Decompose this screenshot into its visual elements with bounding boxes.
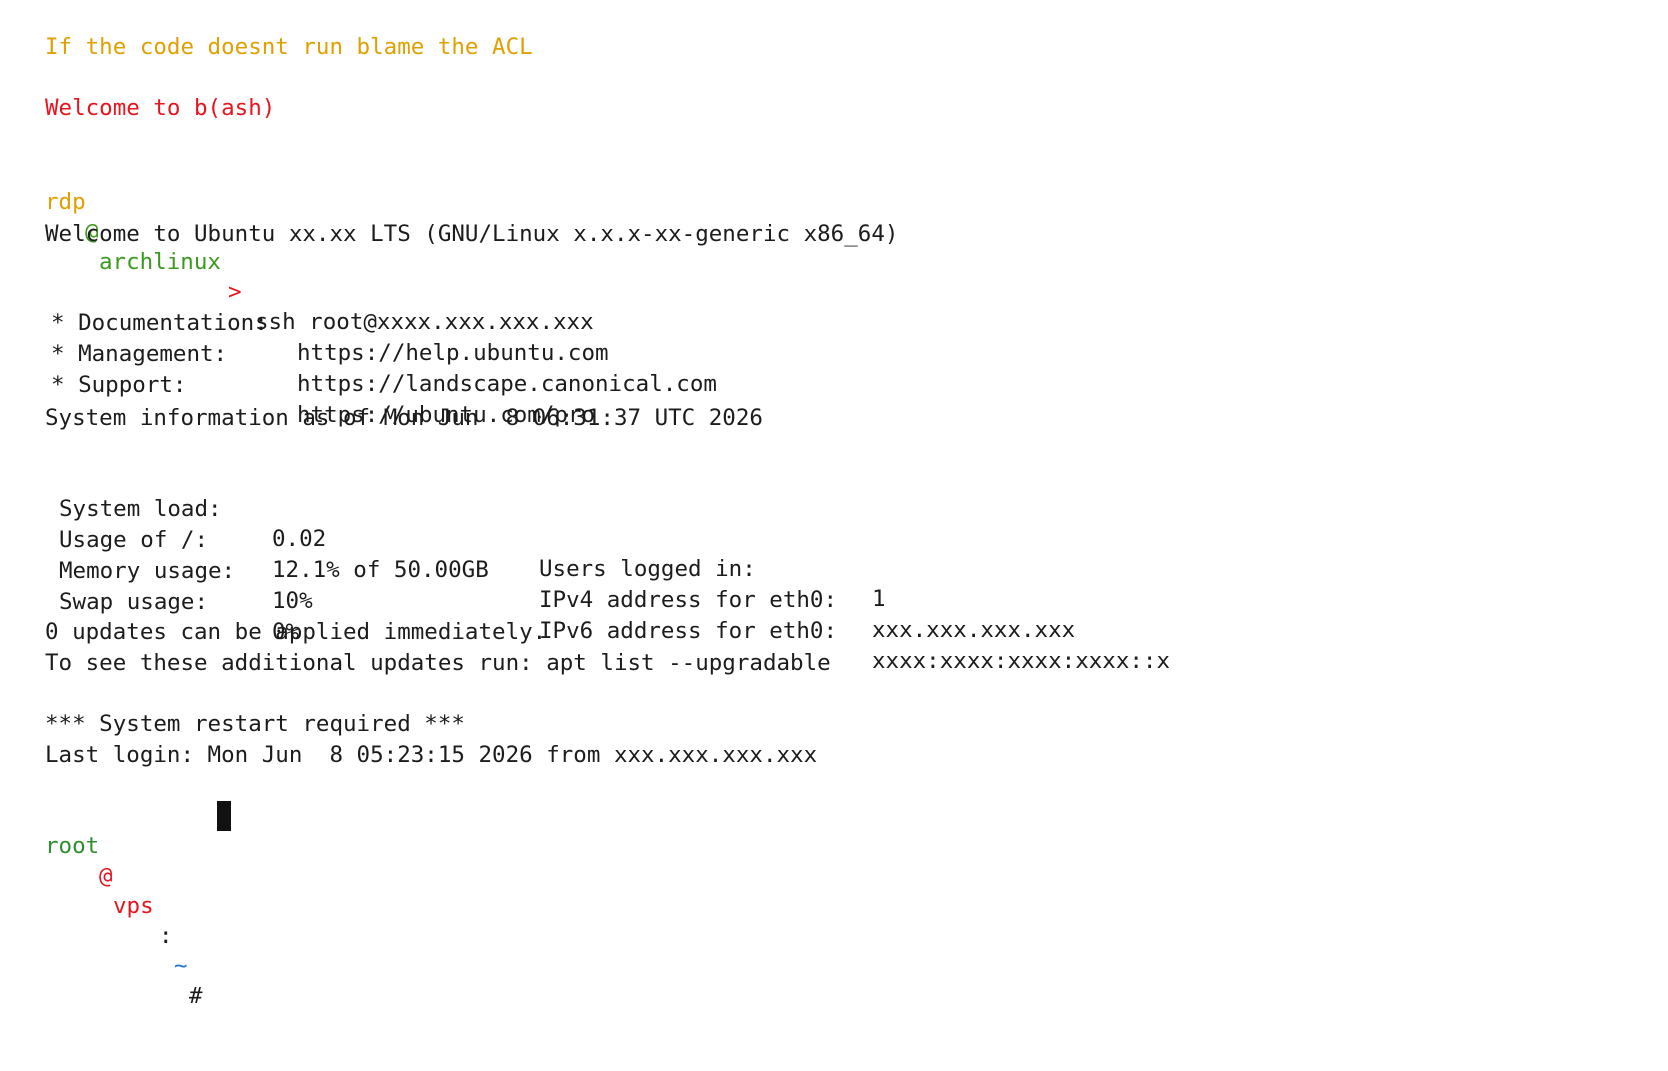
updates-line: 0 updates can be applied immediately. [45,619,547,645]
sysinfo-label: Memory usage: [59,558,236,584]
sysinfo-row: Swap usage: 0% [45,557,1345,645]
text-cursor[interactable] [217,801,231,831]
updates-hint-line: To see these additional updates run: apt… [45,650,831,676]
terminal-window[interactable]: If the code doesnt run blame the ACL Wel… [0,0,1668,1009]
prompt-user: root [45,833,100,859]
prompt-command: ssh root@xxxx.xxx.xxx.xxx [255,309,594,335]
prompt-at: @ [85,219,99,245]
sysinfo-label: Usage of /: [59,527,209,553]
link-row-management: * Management: https://landscape.canonica… [45,309,845,397]
link-url[interactable]: https://help.ubuntu.com [297,340,609,366]
prompt-host: archlinux [99,249,221,275]
sysinfo-label: IPv6 address for eth0: [539,618,838,644]
prompt-colon: : [159,923,173,949]
last-login-line: Last login: Mon Jun 8 05:23:15 2026 from… [45,742,818,768]
link-url[interactable]: https://landscape.canonical.com [297,371,717,397]
sysinfo-label: Swap usage: [59,589,209,615]
sysinfo-label: IPv4 address for eth0: [539,587,838,613]
link-row-support: * Support: https://ubuntu.com/pro [45,340,845,428]
prompt-hash: # [189,983,203,1009]
prompt-line-remote: root @ vps : ~ # [45,801,445,1009]
sysinfo-label: System load: [59,496,222,522]
sysinfo-row: Memory usage: 10% IPv6 address for eth0:… [45,526,1345,674]
sysinfo-value: 0% [272,619,300,645]
prompt-line-local: rdp @ archlinux > ssh root@xxxx.xxx.xxx.… [45,157,745,335]
sysinfo-value: 1 [872,586,886,612]
link-row-documentation: * Documentation: https://help.ubuntu.com [45,278,845,366]
prompt-host: vps [113,893,154,919]
sysinfo-label: Users logged in: [539,556,756,582]
link-label: * Support: [51,372,187,398]
sysinfo-value: xxx.xxx.xxx.xxx [872,617,1076,643]
prompt-user: rdp [45,189,86,215]
sysinfo-row: System load: 0.02 Users logged in: 1 [45,464,1345,612]
motd-line: If the code doesnt run blame the ACL [45,34,533,60]
sysinfo-value: 10% [272,588,313,614]
ubuntu-welcome-line: Welcome to Ubuntu xx.xx LTS (GNU/Linux x… [45,221,899,247]
link-label: * Management: [51,341,228,367]
prompt-arrow: > [228,279,242,305]
sysinfo-value: 0.02 [272,526,327,552]
link-url[interactable]: https://ubuntu.com/pro [297,402,596,428]
prompt-path: ~ [174,953,188,979]
sysinfo-value: xxxx:xxxx:xxxx:xxxx::x [872,648,1171,674]
prompt-at: @ [99,863,113,889]
sysinfo-value: 12.1% of 50.00GB [272,557,489,583]
welcome-line: Welcome to b(ash) [45,95,276,121]
sysinfo-header: System information as of Mon Jun 8 06:31… [45,405,763,431]
restart-notice: *** System restart required *** [45,711,465,737]
link-label: * Documentation: [51,310,268,336]
sysinfo-row: Usage of /: 12.1% of 50.00GB IPv4 addres… [45,495,1345,643]
